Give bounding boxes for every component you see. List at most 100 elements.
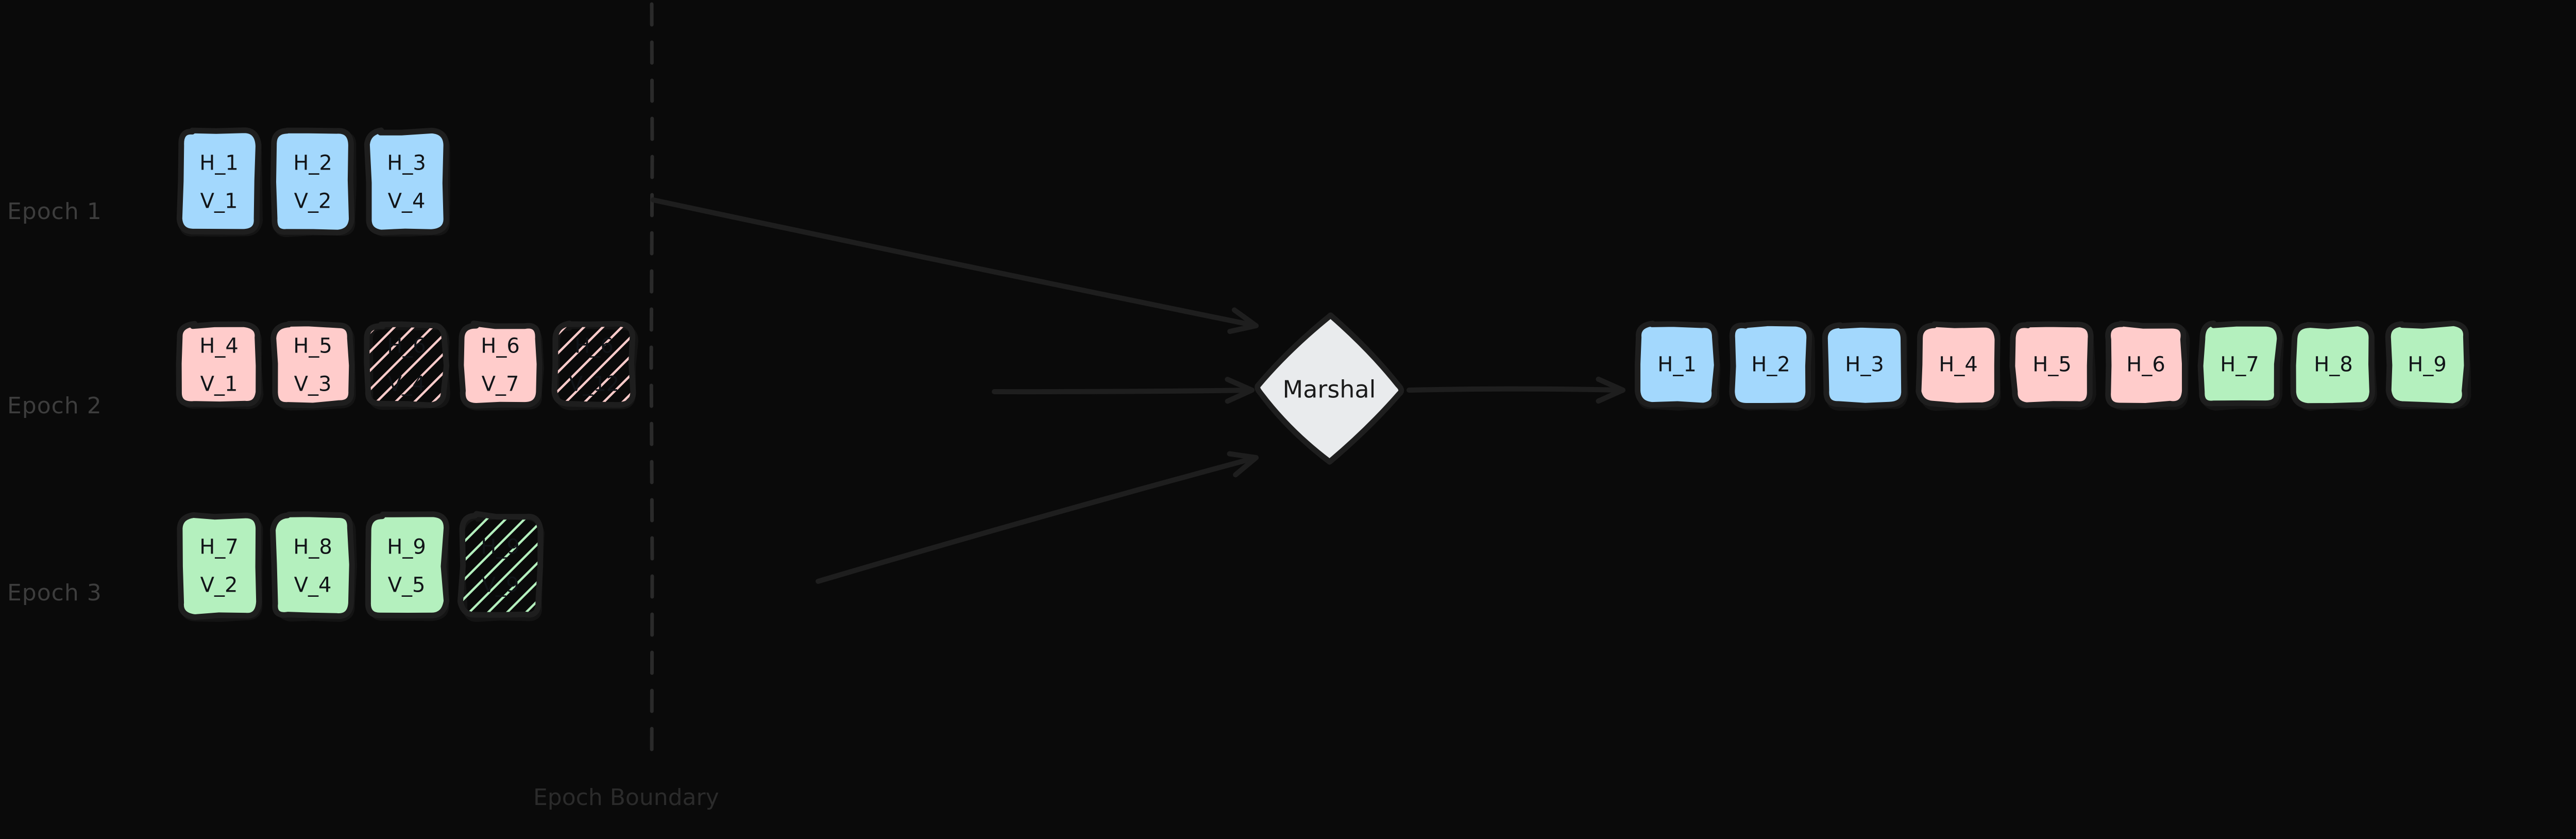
- card-label-h: H_2: [1751, 353, 1790, 377]
- marshal-outline: [1255, 312, 1404, 465]
- epoch-node-hatched[interactable]: H_6V_12: [551, 321, 638, 411]
- card-label-v: V_9: [482, 574, 519, 597]
- card-fill: [2293, 324, 2373, 406]
- card-fill: [462, 324, 540, 405]
- card-label-h: H_7: [2220, 353, 2259, 377]
- card-fill: [1824, 324, 1904, 405]
- card-outline: [364, 321, 450, 408]
- output-node[interactable]: H_1: [1635, 321, 1721, 411]
- epoch-label-1: Epoch 1: [7, 198, 102, 225]
- card-outline: [551, 321, 636, 408]
- arrow-head: [1596, 376, 1625, 404]
- card-outline: [176, 127, 261, 235]
- arrow-line: [1406, 386, 1625, 393]
- card-fill: [2200, 324, 2278, 406]
- epoch-node[interactable]: H_4V_1: [176, 321, 264, 409]
- epoch-node[interactable]: H_1V_1: [176, 127, 263, 237]
- card-outline: [457, 511, 544, 618]
- epoch-node[interactable]: H_9V_5: [365, 511, 450, 622]
- card-label-h: H_6: [387, 334, 426, 358]
- arrow-head: [1227, 451, 1259, 478]
- arrow-line: [651, 197, 1259, 328]
- card-label-v: V_2: [200, 574, 238, 597]
- epoch-node[interactable]: H_7V_2: [177, 512, 263, 622]
- card-label-h: H_1: [1657, 353, 1697, 377]
- card-fill: [1919, 324, 1998, 405]
- card-label-h: H_3: [1845, 353, 1884, 377]
- card-outline: [1635, 321, 1720, 409]
- arrow-marshal-to-output: [1406, 376, 1625, 404]
- card-label-v: V_5: [388, 574, 426, 597]
- arrow-line: [816, 455, 1259, 584]
- epoch-node[interactable]: H_5V_3: [270, 321, 356, 411]
- output-node[interactable]: H_6: [2105, 321, 2190, 411]
- epoch-boundary-label: Epoch Boundary: [533, 784, 719, 811]
- card-label-v: V_4: [388, 373, 426, 396]
- card-outline: [458, 321, 543, 409]
- card-label-h: H_7: [199, 535, 239, 559]
- card-label-h: H_8: [2314, 353, 2353, 377]
- card-outline: [2105, 321, 2188, 409]
- card-fill: [367, 514, 446, 617]
- card-outline: [364, 127, 449, 236]
- output-node[interactable]: H_5: [2009, 321, 2096, 410]
- card-label-v: V_2: [294, 190, 332, 213]
- card-outline: [176, 321, 262, 408]
- output-node[interactable]: H_9: [2385, 320, 2471, 410]
- card-label-h: H_4: [199, 334, 239, 358]
- card-outline: [1822, 322, 1907, 409]
- card-fill: [179, 514, 257, 617]
- card-label-v: V_7: [482, 373, 519, 396]
- marshal-label: Marshal: [1283, 376, 1376, 404]
- card-fill: [554, 324, 633, 406]
- card-label-h: H_3: [387, 152, 426, 175]
- arrow-line: [992, 388, 1255, 395]
- card-fill: [273, 515, 352, 617]
- card-fill: [2107, 323, 2185, 406]
- card-outline: [1916, 321, 2001, 409]
- card-outline: [2385, 320, 2470, 409]
- card-label-h: H_9: [481, 535, 520, 559]
- output-node[interactable]: H_8: [2290, 321, 2377, 411]
- card-fill: [2387, 324, 2466, 405]
- epoch-node[interactable]: H_3V_4: [364, 127, 450, 237]
- card-label-h: H_6: [574, 334, 614, 358]
- card-outline: [365, 511, 450, 618]
- epoch-label-2: Epoch 2: [7, 393, 102, 419]
- epoch-node-hatched[interactable]: H_6V_4: [364, 321, 450, 410]
- output-node[interactable]: H_4: [1916, 321, 2001, 411]
- card-label-v: V_3: [294, 373, 332, 396]
- marshal-node[interactable]: Marshal: [1255, 312, 1404, 465]
- card-fill: [273, 130, 352, 233]
- card-outline: [270, 127, 355, 236]
- output-node[interactable]: H_2: [1729, 320, 1816, 411]
- card-label-v: V_1: [200, 190, 238, 213]
- card-fill: [2012, 323, 2092, 406]
- card-outline: [2290, 321, 2375, 409]
- epoch-node[interactable]: H_6V_7: [458, 321, 544, 411]
- output-node[interactable]: H_7: [2197, 321, 2284, 411]
- card-fill: [179, 130, 259, 232]
- card-fill: [273, 324, 352, 405]
- card-fill: [366, 324, 446, 406]
- card-outline: [270, 321, 355, 409]
- epoch-node[interactable]: H_2V_2: [270, 127, 357, 237]
- card-label-v: V_4: [388, 190, 426, 213]
- card-outline: [2009, 321, 2094, 408]
- card-label-h: H_9: [2408, 353, 2447, 377]
- card-fill: [1731, 324, 1810, 406]
- epoch-node[interactable]: H_8V_4: [270, 511, 357, 622]
- card-label-h: H_6: [2126, 353, 2165, 377]
- card-outline: [177, 512, 262, 620]
- card-outline: [2197, 321, 2283, 407]
- epoch-node-hatched[interactable]: H_9V_9: [457, 511, 545, 622]
- card-fill: [179, 323, 259, 406]
- card-label-h: H_6: [481, 334, 520, 358]
- card-label-h: H_9: [387, 535, 426, 559]
- card-label-v: V_12: [569, 373, 619, 396]
- output-node[interactable]: H_3: [1822, 322, 1908, 411]
- card-label-v: V_4: [294, 574, 332, 597]
- card-label-h: H_8: [293, 535, 332, 559]
